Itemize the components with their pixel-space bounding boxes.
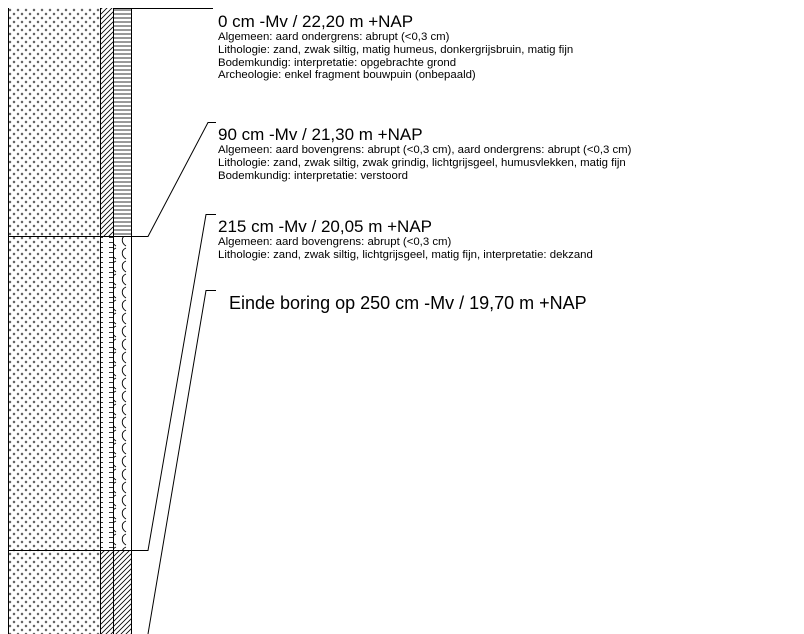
- layer-line-algemeen: Algemeen: aard bovengrens: abrupt (<0,3 …: [218, 236, 452, 248]
- layer-line-lithologie: Lithologie: zand, zwak siltig, zwak grin…: [218, 156, 626, 169]
- column-bottom-diagonal-hatch: [100, 550, 131, 634]
- layer-description-3: 215 cm -Mv / 20,05 m +NAP Algemeen: aard…: [218, 217, 593, 262]
- end-of-boring-note: Einde boring op 250 cm -Mv / 19,70 m +NA…: [229, 293, 587, 313]
- column-outlines: [8, 8, 132, 634]
- layer-line-lithologie: Lithologie: zand, zwak siltig, matig hum…: [218, 43, 574, 56]
- layer-heading: 0 cm -Mv / 22,20 m +NAP: [218, 12, 414, 31]
- leader-lines: [114, 8, 216, 634]
- column-middle-dash-fill: [100, 236, 113, 550]
- column-middle-curve-fill: [113, 236, 131, 550]
- layer-line-archeologie: Archeologie: enkel fragment bouwpuin (on…: [218, 69, 476, 82]
- layer-heading: 215 cm -Mv / 20,05 m +NAP: [218, 217, 432, 236]
- layer-description-2: 90 cm -Mv / 21,30 m +NAP Algemeen: aard …: [218, 125, 631, 182]
- leader-line-3: [132, 214, 216, 551]
- leader-line-end: [147, 290, 216, 634]
- layer-line-bodemkundig: Bodemkundig: interpretatie: verstoord: [218, 169, 408, 182]
- layer-line-algemeen: Algemeen: aard bovengrens: abrupt (<0,3 …: [218, 144, 632, 156]
- column-top-diagonal-hatch: [100, 8, 113, 236]
- layer-heading: 90 cm -Mv / 21,30 m +NAP: [218, 125, 423, 144]
- layer-line-lithologie: Lithologie: zand, zwak siltig, lichtgrij…: [218, 248, 593, 261]
- column-top-horizontal-lines: [113, 8, 131, 236]
- column-cross-fill: [8, 8, 100, 634]
- leader-line-2: [132, 122, 216, 237]
- layer-line-algemeen: Algemeen: aard ondergrens: abrupt (<0,3 …: [218, 31, 450, 43]
- layer-description-1: 0 cm -Mv / 22,20 m +NAP Algemeen: aard o…: [218, 12, 573, 82]
- layer-line-bodemkundig: Bodemkundig: interpretatie: opgebrachte …: [218, 56, 457, 69]
